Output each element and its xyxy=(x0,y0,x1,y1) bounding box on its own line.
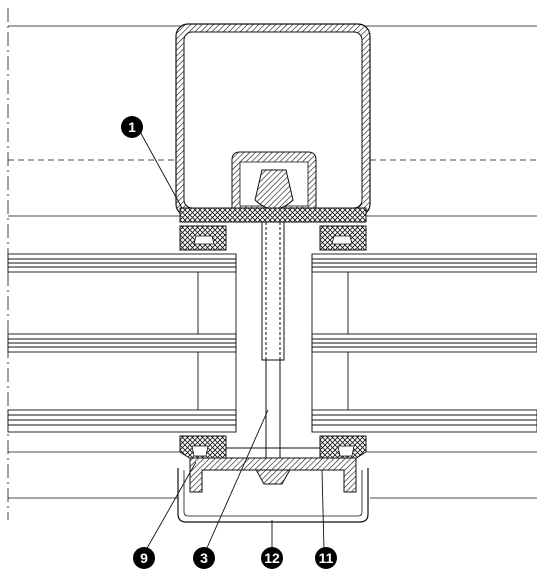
callout-3-label: 3 xyxy=(200,550,208,566)
callout-11-label: 11 xyxy=(319,550,334,566)
callout-3: 3 xyxy=(193,547,215,569)
callout-11: 11 xyxy=(315,547,337,569)
outer-gasket-right xyxy=(319,435,367,463)
inner-gasket-left xyxy=(179,225,227,251)
cover-cap xyxy=(177,468,369,523)
inner-gasket-right xyxy=(319,225,367,251)
callout-1-label: 1 xyxy=(128,119,136,135)
mullion-profile xyxy=(175,23,371,217)
pressure-plate xyxy=(189,447,357,493)
glazing-left xyxy=(7,253,237,433)
callout-12: 12 xyxy=(261,547,283,569)
callout-9: 9 xyxy=(133,547,155,569)
screw-channel xyxy=(231,151,317,211)
glazing-right xyxy=(311,253,537,433)
isolator-strip xyxy=(179,207,367,223)
callout-9-label: 9 xyxy=(140,550,148,566)
bolt xyxy=(253,221,293,485)
callout-12-label: 12 xyxy=(264,550,280,566)
callout-1: 1 xyxy=(121,116,143,138)
leader-lines xyxy=(137,127,325,551)
